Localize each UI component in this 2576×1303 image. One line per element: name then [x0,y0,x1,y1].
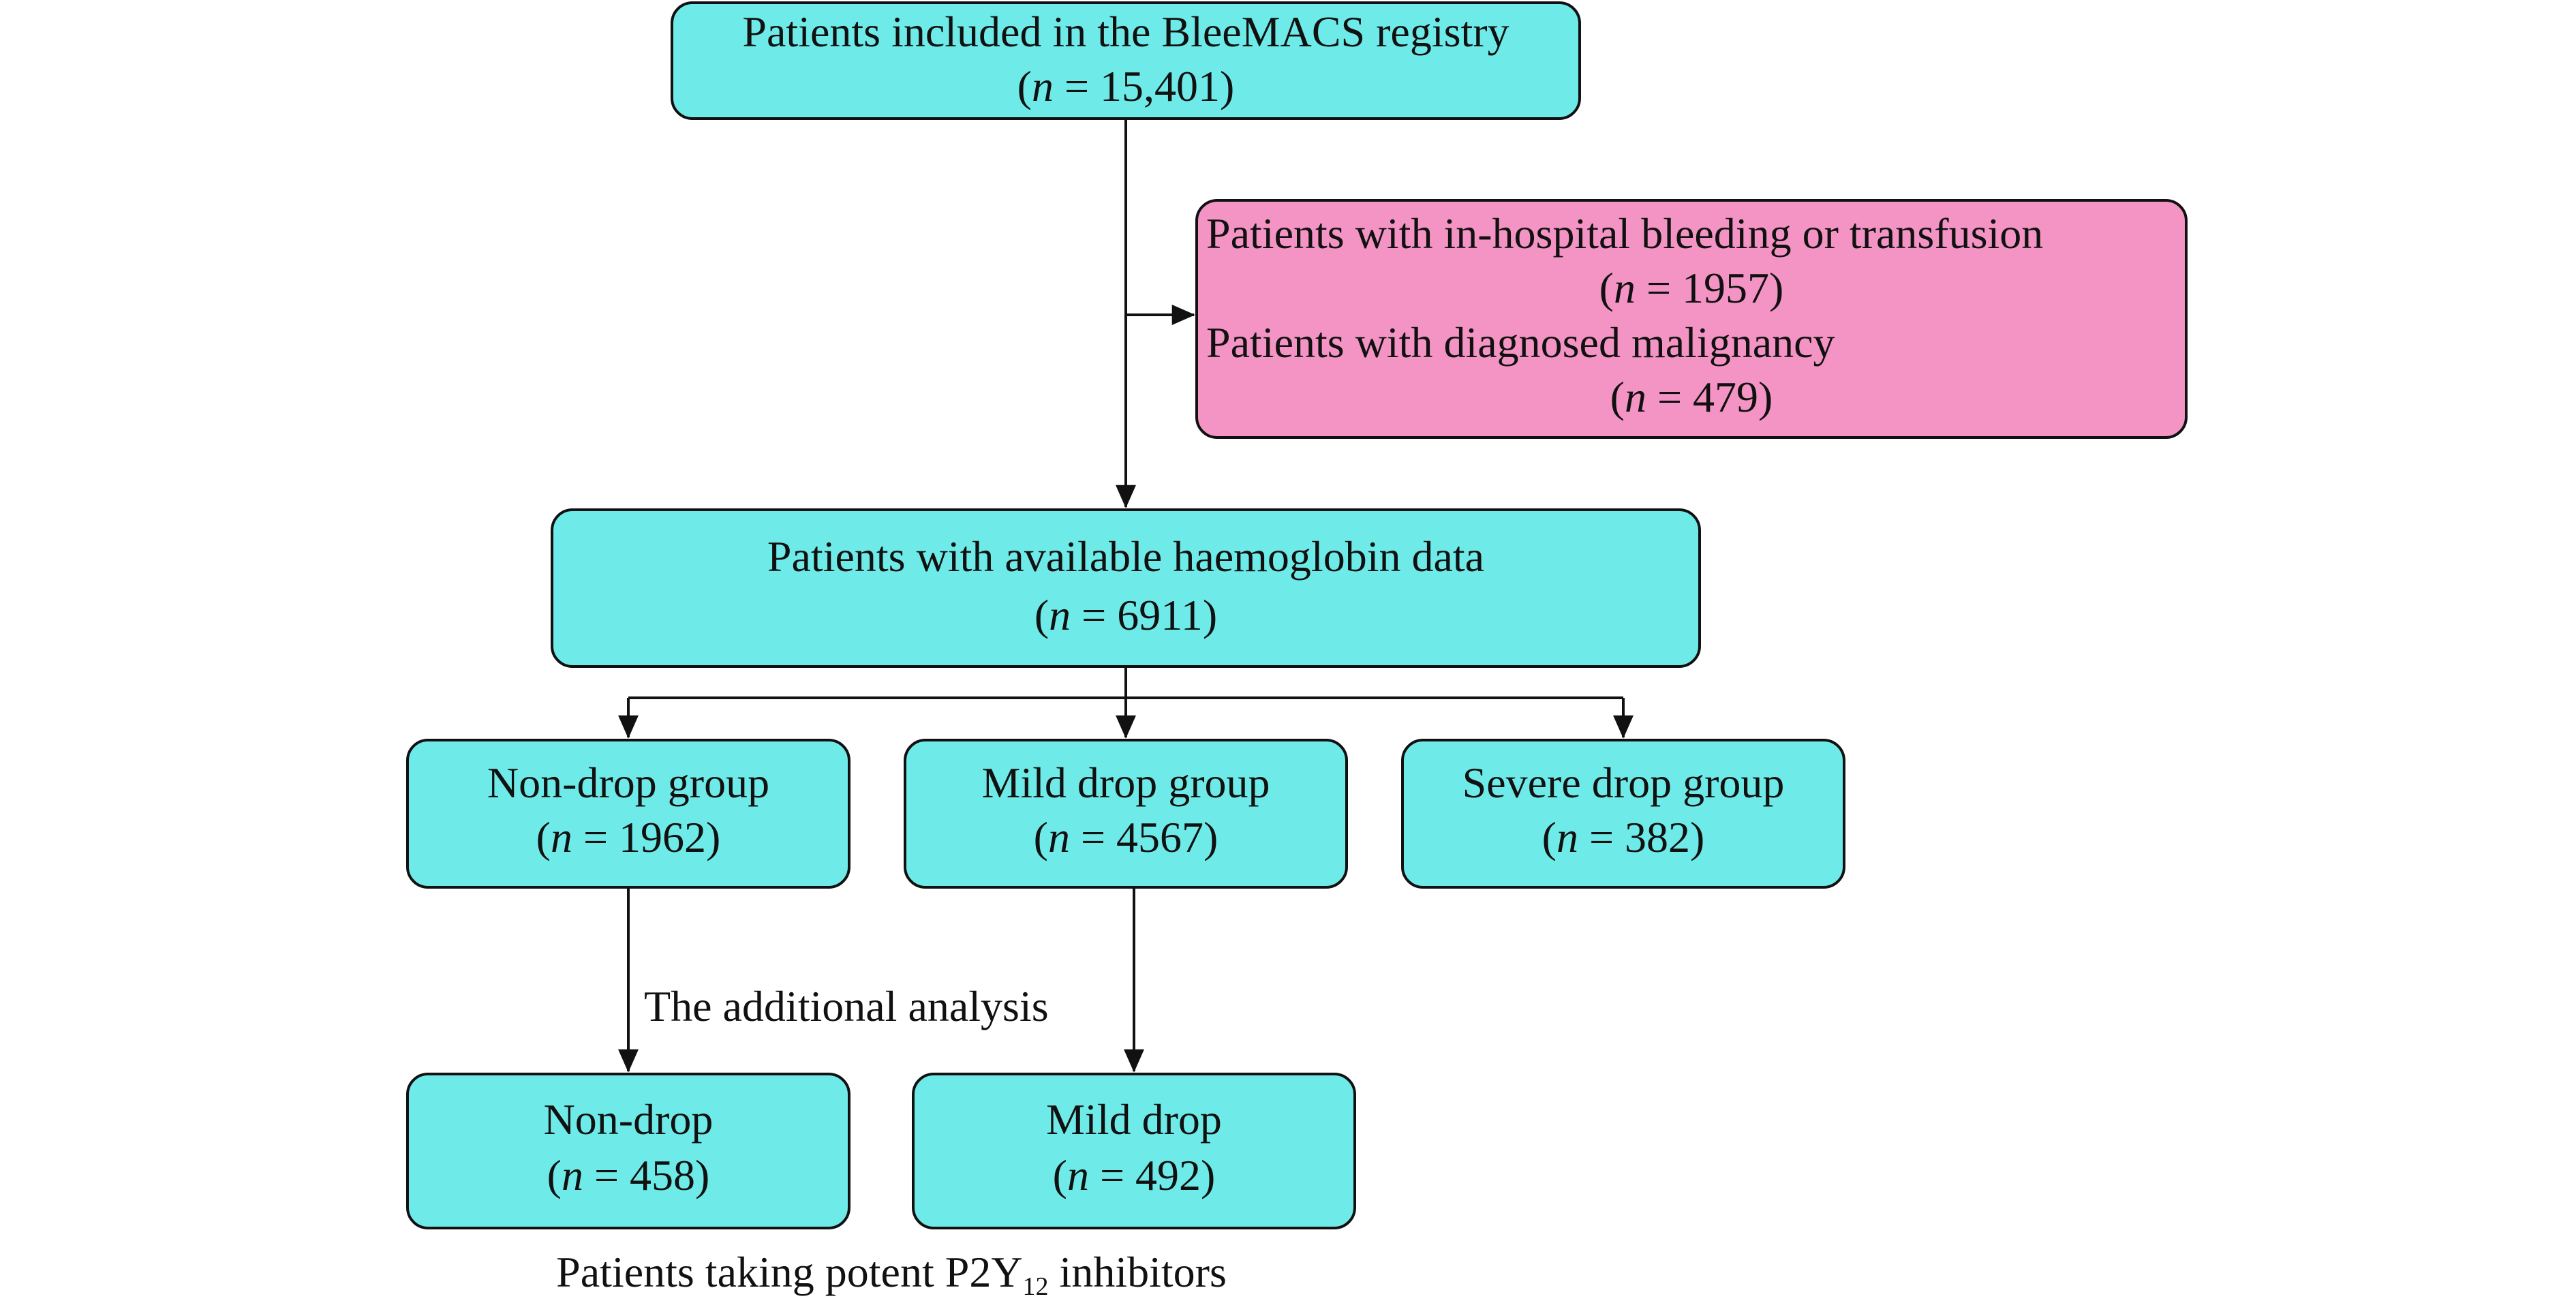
node-hb-data-count: (n = 6911) [1034,591,1217,639]
node-hb-data-box [551,508,1701,668]
n-value: = 479) [1646,373,1773,421]
node-severe-drop-group-label: Severe drop group [1462,758,1785,807]
additional-analysis-label: The additional analysis [644,982,1049,1030]
p2y12-prefix: Patients taking potent P2Y [556,1248,1022,1296]
n-value: = 1957) [1636,264,1783,312]
exclusion-bleeding-count: (n = 1957) [1599,264,1784,312]
n-symbol: n [1625,373,1646,421]
node-mild-drop-group: Mild drop group (n = 4567) [904,739,1348,889]
n-value: = 6911) [1071,591,1217,639]
node-severe-drop-group-count: (n = 382) [1542,813,1705,861]
node-registry-label: Patients included in the BleeMACS regist… [742,7,1509,56]
n-value: = 458) [583,1151,709,1199]
node-non-drop-box [406,1073,850,1229]
node-mild-drop-box [912,1073,1356,1229]
n-value: = 15,401) [1054,62,1234,110]
node-non-drop-group-box [406,739,850,889]
node-mild-drop-count: (n = 492) [1053,1151,1216,1199]
n-value: = 492) [1089,1151,1215,1199]
node-non-drop-group-label: Non-drop group [487,758,769,807]
node-mild-drop-group-count: (n = 4567) [1034,813,1218,861]
node-mild-drop-group-label: Mild drop group [981,758,1270,807]
n-symbol: n [1614,264,1636,312]
node-non-drop-group: Non-drop group (n = 1962) [406,739,850,889]
node-exclusion: Patients with in-hospital bleeding or tr… [1195,199,2188,439]
node-mild-drop-label: Mild drop [1046,1095,1222,1144]
p2y12-suffix: inhibitors [1049,1248,1227,1296]
n-symbol: n [1557,813,1578,861]
node-hb-data: Patients with available haemoglobin data… [551,508,1701,668]
n-value: = 1962) [572,813,720,861]
node-registry-count: (n = 15,401) [1017,62,1235,110]
node-exclusion-box [1195,199,2188,439]
n-value: = 4567) [1070,813,1218,861]
exclusion-bleeding-label: Patients with in-hospital bleeding or tr… [1206,209,2043,258]
node-severe-drop-group-box [1401,739,1845,889]
node-non-drop-label: Non-drop [544,1095,714,1144]
p2y12-subscript: 12 [1023,1272,1049,1301]
n-symbol: n [1032,62,1054,110]
exclusion-malignancy-count: (n = 479) [1610,373,1773,421]
node-severe-drop-group: Severe drop group (n = 382) [1401,739,1845,889]
n-symbol: n [1049,591,1071,639]
p2y12-caption: Patients taking potent P2Y12 inhibitors [556,1248,1227,1301]
n-value: = 382) [1578,813,1704,861]
n-symbol: n [551,813,572,861]
node-mild-drop-group-box [904,739,1348,889]
exclusion-malignancy-label: Patients with diagnosed malignancy [1206,318,1835,367]
n-symbol: n [1048,813,1070,861]
node-registry-box [671,1,1581,120]
node-non-drop-group-count: (n = 1962) [536,813,721,861]
node-registry: Patients included in the BleeMACS regist… [671,1,1581,120]
node-hb-data-label: Patients with available haemoglobin data [767,532,1484,581]
node-mild-drop: Mild drop (n = 492) [912,1073,1356,1229]
n-symbol: n [562,1151,583,1199]
n-symbol: n [1067,1151,1089,1199]
node-non-drop-count: (n = 458) [547,1151,710,1199]
node-non-drop: Non-drop (n = 458) [406,1073,850,1229]
